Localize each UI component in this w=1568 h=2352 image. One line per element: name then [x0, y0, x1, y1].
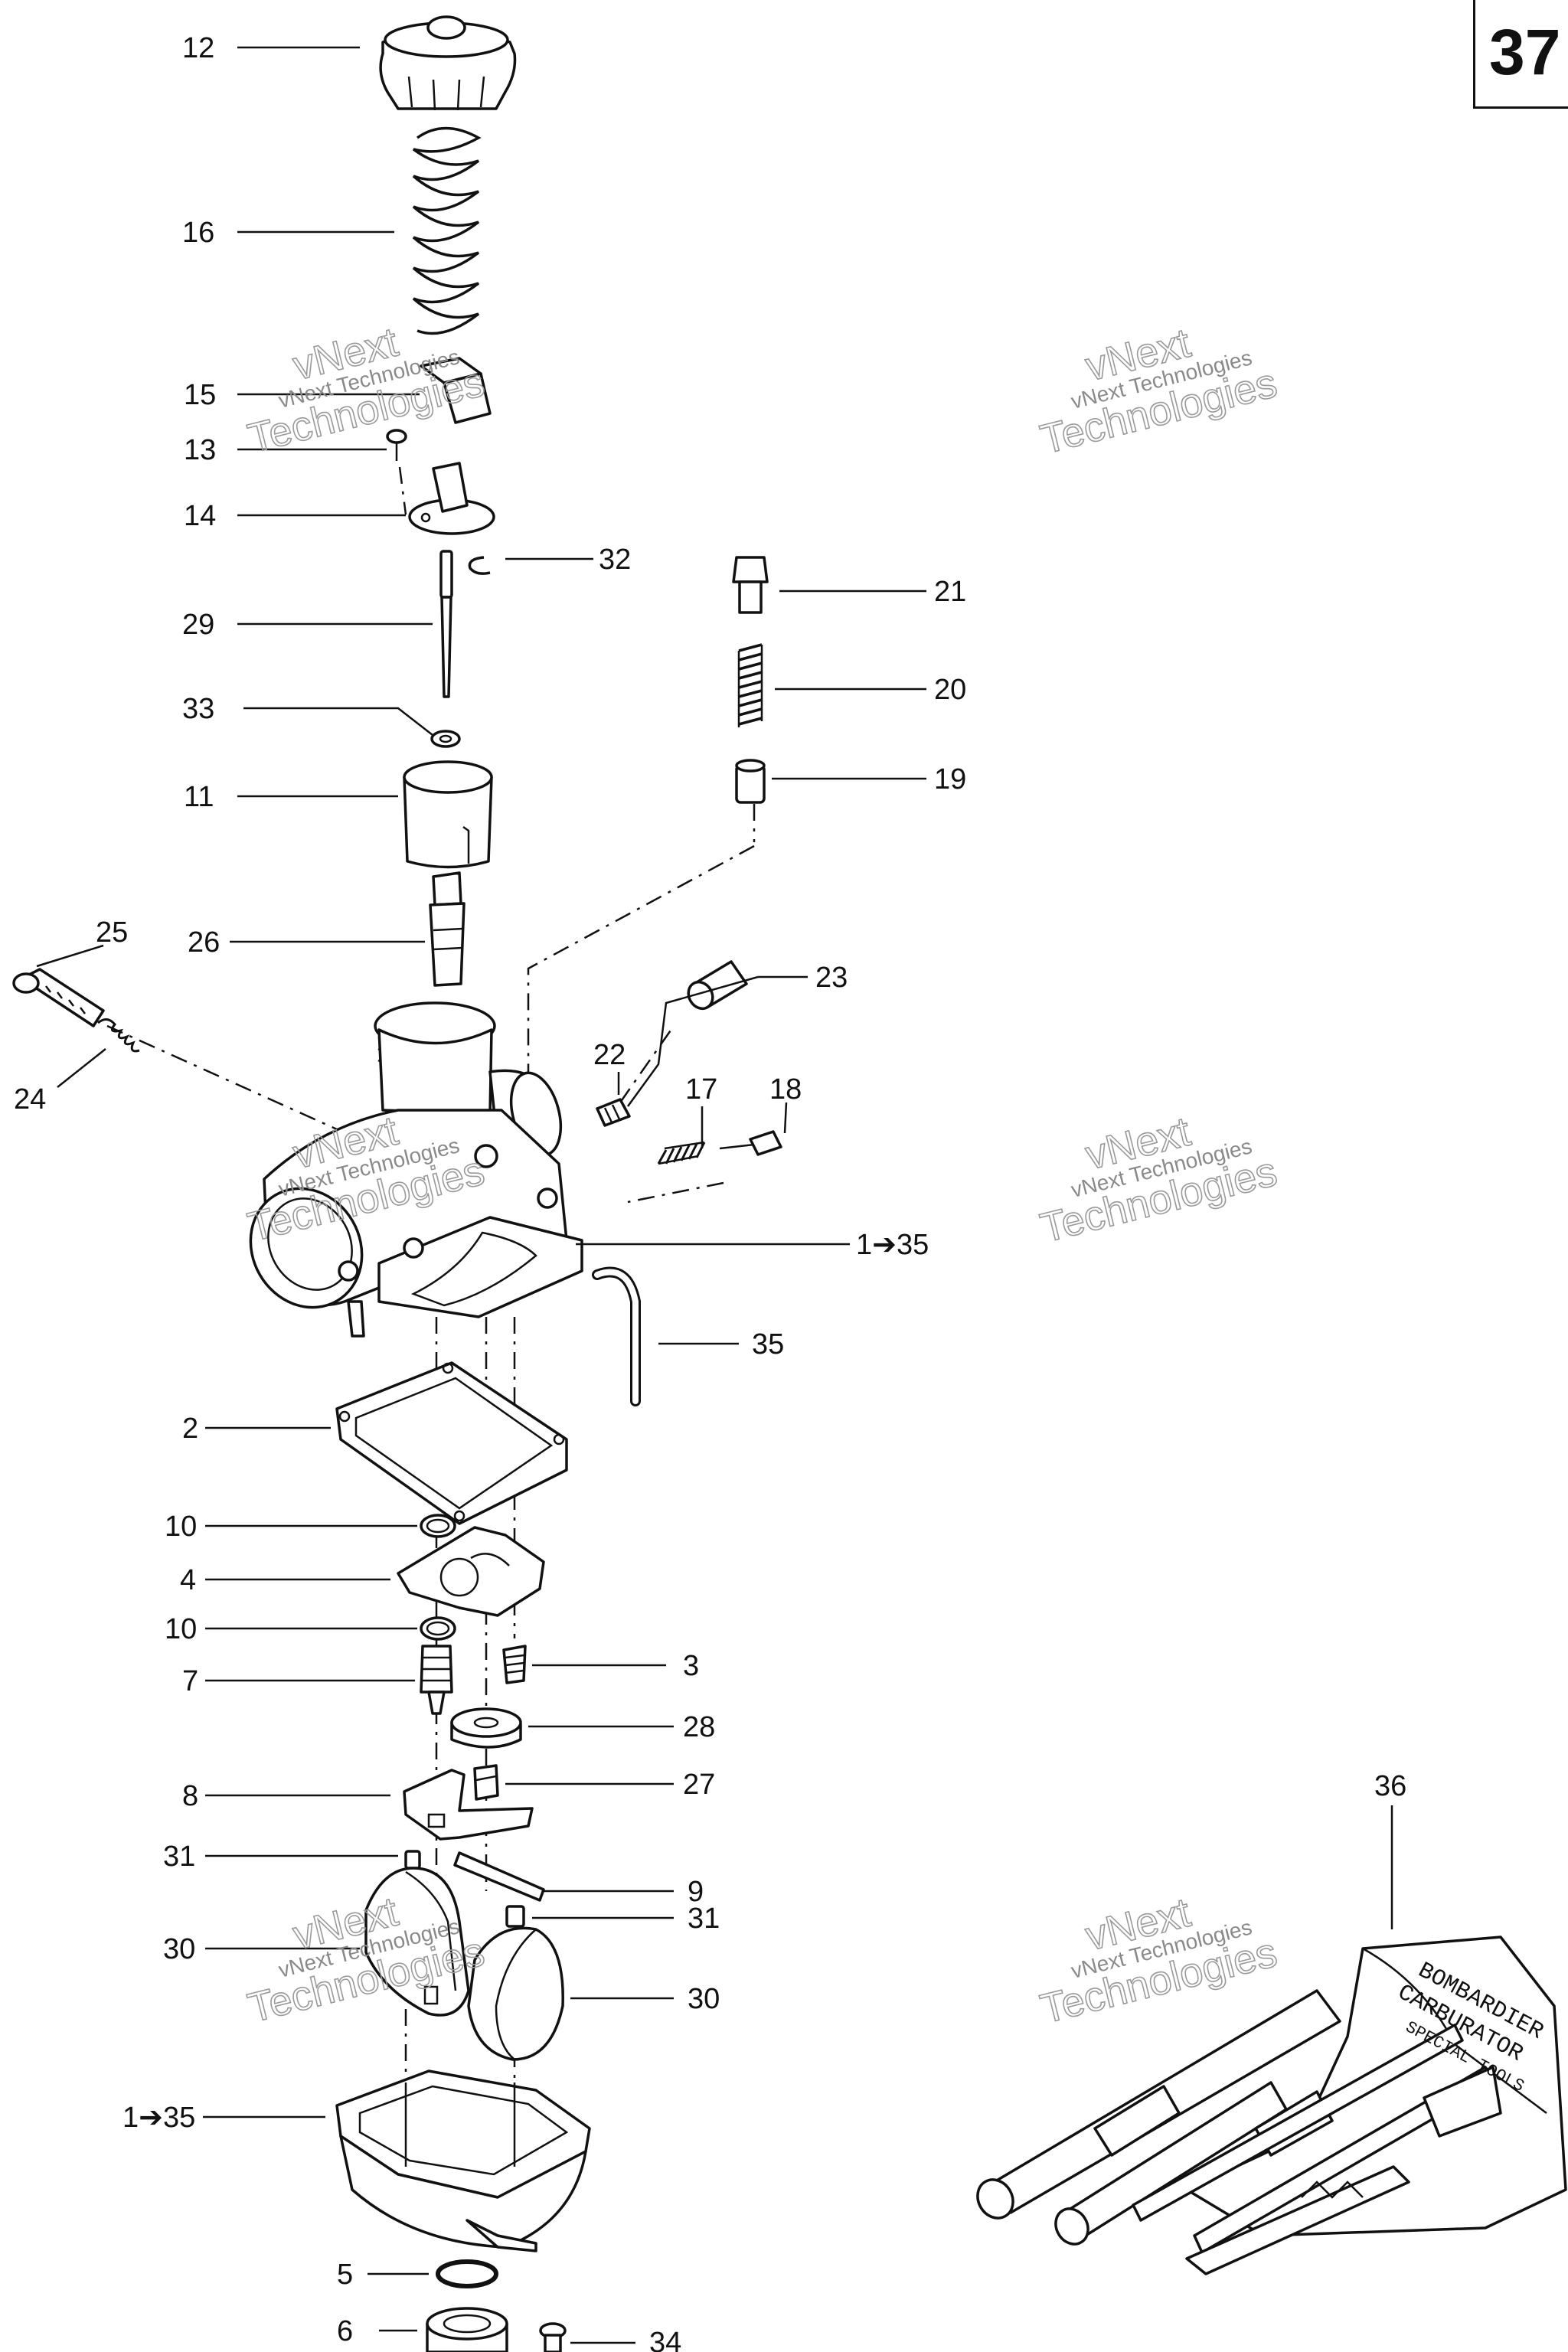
- part-6-drain-plug: [426, 2307, 508, 2352]
- callout-28: 28: [683, 1711, 715, 1743]
- part-33-washer: [430, 730, 461, 748]
- callout-10-lower: 10: [165, 1613, 197, 1645]
- watermark-right-top: vNext Technologies vNext Technologies: [1035, 319, 1282, 463]
- part-29-needle: [439, 550, 453, 698]
- callout-10-upper: 10: [165, 1511, 197, 1543]
- part-18-screw: [719, 1130, 782, 1156]
- part-10-o-ring-upper: [420, 1514, 456, 1538]
- part-13-screw: [386, 429, 407, 461]
- part-1-carburetor-body: [249, 1001, 583, 1338]
- part-14-plate: [408, 462, 495, 535]
- part-31-pin-left: [404, 1850, 421, 1870]
- callout-5: 5: [337, 2259, 353, 2291]
- part-30-float-right: [467, 1926, 564, 2061]
- callout-labels: 12 16 15 13 14 32 29 33 11 26 21 20 19 2…: [14, 32, 1406, 2352]
- callout-8: 8: [182, 1780, 198, 1812]
- part-11-throttle-slide: [403, 760, 493, 869]
- callout-35: 35: [752, 1328, 784, 1361]
- callout-4: 4: [180, 1564, 196, 1596]
- callout-26: 26: [188, 926, 220, 959]
- callout-23: 23: [815, 962, 848, 994]
- callout-19: 19: [934, 763, 966, 795]
- callout-1-35-lower: 1➔35: [122, 2102, 195, 2134]
- watermark-right-bottom: vNext Technologies vNext Technologies: [1035, 1889, 1282, 2033]
- callout-2: 2: [182, 1413, 198, 1445]
- callout-6: 6: [337, 2315, 353, 2347]
- part-2-float-bowl-gasket: [335, 1361, 568, 1525]
- part-22-idle-screw: [596, 1098, 631, 1127]
- callout-30-right: 30: [688, 1983, 720, 2015]
- callout-22: 22: [593, 1039, 626, 1071]
- callout-3: 3: [683, 1650, 699, 1682]
- part-16-spring: [412, 126, 482, 335]
- callout-15: 15: [184, 379, 216, 411]
- callout-36: 36: [1374, 1770, 1406, 1802]
- part-21-adjuster-screw: [732, 556, 769, 614]
- callout-29: 29: [182, 609, 214, 641]
- part-19-fitting: [735, 759, 766, 804]
- callout-20: 20: [934, 674, 966, 706]
- callout-14: 14: [184, 500, 216, 532]
- part-32-clip: [468, 556, 491, 575]
- callout-30-left: 30: [163, 1933, 195, 1965]
- part-35-vent-hose: [592, 1266, 641, 1406]
- callout-16: 16: [182, 217, 214, 249]
- callout-24: 24: [14, 1083, 46, 1116]
- callout-21: 21: [934, 576, 966, 608]
- part-5-o-ring: [436, 2259, 498, 2288]
- callout-34: 34: [649, 2327, 681, 2352]
- part-31-pin-right: [505, 1905, 525, 1928]
- callout-31-left: 31: [163, 1841, 195, 1873]
- callout-25: 25: [96, 916, 128, 949]
- part-36-tool-kit: BOMBARDIER CARBURATOR SPECIAL TOOLS: [976, 1936, 1567, 2275]
- part-27-main-jet: [473, 1764, 499, 1801]
- callout-7: 7: [182, 1665, 198, 1697]
- callout-27: 27: [683, 1769, 715, 1801]
- callout-9: 9: [688, 1876, 704, 1908]
- callout-33: 33: [182, 693, 214, 725]
- part-8-float-arm: [403, 1769, 534, 1841]
- part-10-o-ring-lower: [420, 1616, 456, 1641]
- callout-31-right: 31: [688, 1903, 720, 1935]
- watermark-right-mid: vNext Technologies vNext Technologies: [1035, 1108, 1282, 1252]
- callout-1-35-upper: 1➔35: [856, 1229, 929, 1261]
- part-15-bracket: [420, 357, 492, 424]
- watermark-left-top: vNext Technologies vNext Technologies: [243, 318, 489, 462]
- page-number-tab: 37: [1473, 0, 1568, 109]
- part-3-pilot-jet: [502, 1645, 527, 1684]
- part-20-spring: [737, 643, 763, 727]
- callout-17: 17: [685, 1073, 717, 1106]
- part-34-screw: [539, 2322, 567, 2352]
- part-7-needle-valve: [420, 1645, 453, 1715]
- leader-lines: [36, 46, 1393, 2344]
- part-4-seat-plate: [397, 1526, 545, 1617]
- part-25-air-screw: [12, 968, 105, 1027]
- callout-18: 18: [769, 1073, 802, 1106]
- page-number: 37: [1489, 16, 1561, 88]
- callout-11: 11: [184, 781, 214, 813]
- callout-32: 32: [599, 544, 631, 576]
- part-28-needle-jet-holder: [450, 1707, 522, 1749]
- callout-12: 12: [182, 32, 214, 64]
- part-17-spring: [657, 1141, 706, 1165]
- part-26-needle-jet: [429, 871, 466, 987]
- callout-13: 13: [184, 434, 216, 466]
- part-9-float-pin: [453, 1851, 545, 1902]
- part-30-float-left: [364, 1867, 470, 2017]
- part-1-float-bowl: [335, 2069, 591, 2252]
- part-24-spring: [97, 1018, 140, 1053]
- part-12-top-cap: [379, 15, 517, 111]
- part-23-rubber-cap: [687, 960, 748, 1011]
